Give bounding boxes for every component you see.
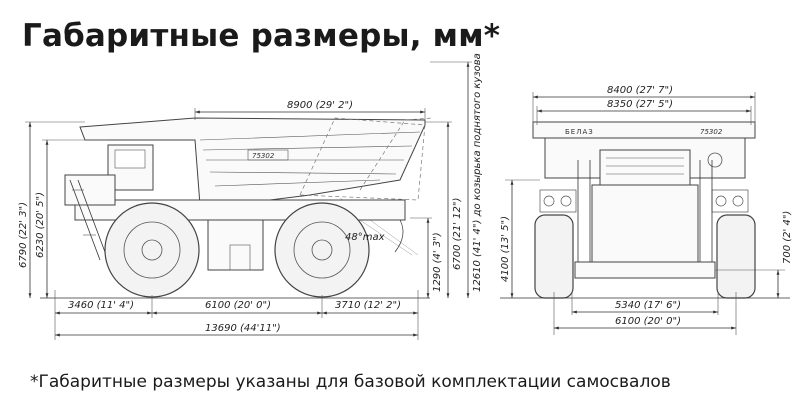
front-wheel <box>104 202 200 298</box>
front-tire-right <box>716 214 756 299</box>
dim-width-body: 8350 (27' 5") <box>607 99 673 110</box>
dump-body: 75302 <box>79 117 426 206</box>
dim-height-cab: 6230 (20' 5") <box>35 192 46 258</box>
front-grille <box>599 149 691 186</box>
dim-length-total: 13690 (44'11") <box>205 323 281 334</box>
raised-body-outline <box>299 117 426 201</box>
dim-dump-angle: 48°max <box>345 232 385 243</box>
front-mirror-icon <box>707 152 723 168</box>
dim-height-4100: 4100 (13' 5") <box>500 216 511 282</box>
dim-length-rear: 3710 (12' 2") <box>335 300 401 311</box>
front-view: БЕЛАЗ 75302 8400 (27' 7") 8350 <box>500 85 793 335</box>
side-model-label: 75302 <box>252 152 275 160</box>
dim-clearance: 700 (2' 4") <box>782 211 793 264</box>
page-title: Габаритные размеры, мм* <box>22 18 501 54</box>
dim-h-6700: 6700 (21' 12") <box>452 198 463 270</box>
front-radiator <box>591 184 699 266</box>
side-view: 75302 <box>18 53 483 340</box>
dim-track-inner: 5340 (17' 6") <box>615 300 681 311</box>
front-logo-label: БЕЛАЗ <box>565 128 594 136</box>
dim-height-overall: 6790 (22' 3") <box>18 202 29 268</box>
dim-top-length: 8900 (29' 2") <box>287 100 353 111</box>
rear-wheel <box>274 202 370 298</box>
dim-track-outer: 6100 (20' 0") <box>615 316 681 327</box>
front-tire-left <box>534 214 574 299</box>
dim-h-1290: 1290 (4' 3") <box>432 232 443 292</box>
left-headlights <box>539 189 577 213</box>
front-model-label: 75302 <box>700 128 723 136</box>
dim-length-front: 3460 (11' 4") <box>68 300 134 311</box>
dim-width-overall: 8400 (27' 7") <box>607 85 673 96</box>
right-headlights <box>711 189 749 213</box>
dim-wheelbase: 6100 (20' 0") <box>205 300 271 311</box>
footnote: *Габаритные размеры указаны для базовой … <box>30 372 671 392</box>
dim-h-12610: 12610 (41' 4") до козырька поднятого куз… <box>472 53 483 292</box>
cab <box>64 144 154 261</box>
